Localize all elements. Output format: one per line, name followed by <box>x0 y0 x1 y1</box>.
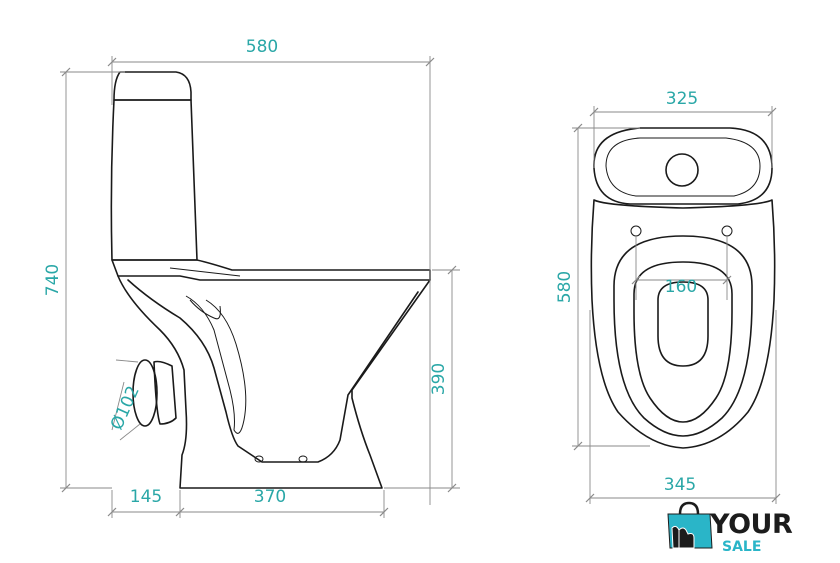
dim-top-width: 325 <box>666 89 698 109</box>
dim-base-width: 370 <box>254 487 286 507</box>
tank-lid <box>113 71 192 101</box>
bolt-hole-left <box>630 225 642 237</box>
dim-top-max-width: 345 <box>664 475 696 495</box>
seat-strip <box>111 259 431 281</box>
tank-top <box>593 127 773 205</box>
seat-ring <box>613 235 753 437</box>
bowl-outline <box>590 199 776 449</box>
bowl-inner <box>127 279 419 463</box>
logo-sub-text: SALE <box>722 539 761 555</box>
logo-main-text: YOUR <box>709 509 793 540</box>
dim-side-width: 580 <box>246 37 278 57</box>
seat-opening <box>633 261 733 423</box>
shopping-bag-hand-icon <box>667 501 713 549</box>
dim-top-length: 580 <box>555 271 575 303</box>
dim-bowl-height: 390 <box>429 363 449 395</box>
bolt-hole-right <box>721 225 733 237</box>
dim-rear-offset: 145 <box>130 487 162 507</box>
side-view: 580 740 390 145 370 Ø102 <box>43 37 460 518</box>
top-view: 160 325 580 345 <box>555 89 781 504</box>
flush-button <box>665 153 699 187</box>
dim-hole-spacing: 160 <box>665 277 697 297</box>
water-spot <box>657 281 709 367</box>
tank-body <box>110 99 198 261</box>
drain-opening <box>132 359 158 427</box>
dim-side-height: 740 <box>43 264 63 296</box>
bowl-outer <box>117 275 431 489</box>
trap-channel <box>185 295 247 434</box>
logo: YOUR SALE <box>667 501 793 555</box>
